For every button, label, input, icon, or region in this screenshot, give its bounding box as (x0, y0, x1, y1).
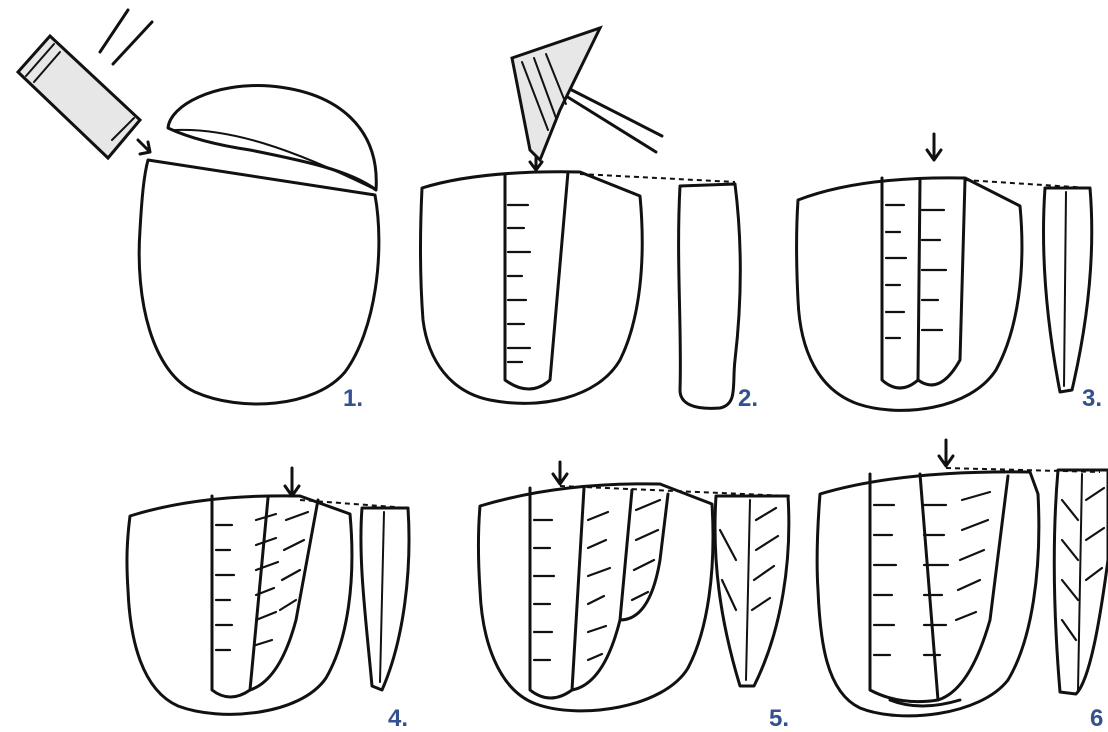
step-1-figure (18, 10, 379, 404)
step-label-6: 6 (1090, 707, 1103, 731)
step-6-figure (817, 440, 1108, 716)
blade-3 (1043, 188, 1091, 392)
hatching-3 (886, 205, 946, 338)
step-3-figure (797, 134, 1092, 410)
hammer-2-icon (512, 28, 662, 160)
step-label-4: 4. (388, 707, 408, 731)
nodule-1 (139, 160, 379, 404)
step-5-figure (479, 462, 791, 711)
blade-2 (679, 184, 741, 408)
hatching-5 (534, 500, 660, 660)
step-2-figure (421, 28, 741, 408)
hatching-2 (508, 205, 530, 362)
hammer-1-icon (18, 10, 152, 158)
core-2 (421, 172, 643, 404)
step-label-2: 2. (738, 387, 758, 411)
step-label-1: 1. (343, 387, 363, 411)
step-4-figure (127, 468, 409, 714)
blade-4 (361, 508, 409, 690)
step-label-5: 5. (769, 707, 789, 731)
core-3 (797, 178, 1022, 411)
core-4 (127, 496, 352, 714)
core-6 (817, 472, 1039, 716)
step-label-3: 3. (1082, 387, 1102, 411)
